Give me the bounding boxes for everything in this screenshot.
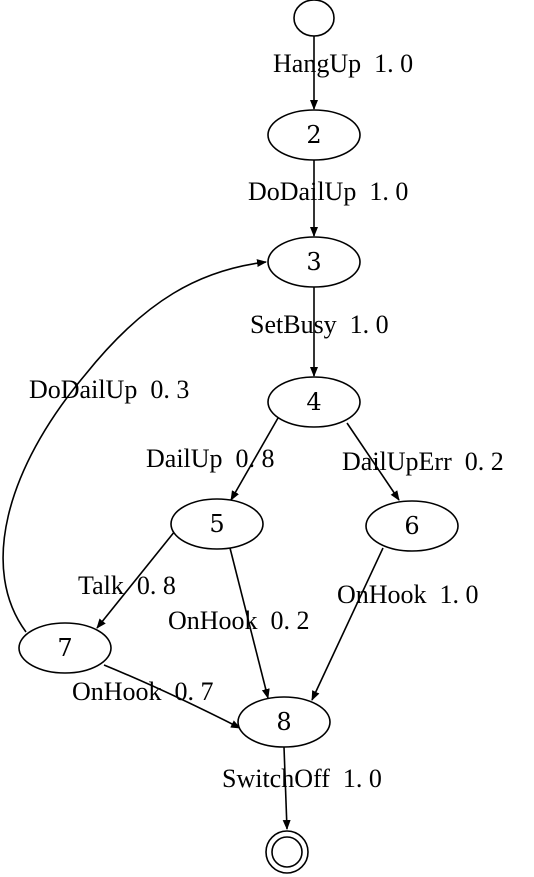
state-4-label: 4	[306, 388, 321, 416]
edge-labels: HangUp 1. 0 DoDailUp 1. 0 SetBusy 1. 0 Dail…	[29, 49, 504, 793]
state-5: 5	[170, 498, 264, 550]
edge-5-7-arrow	[96, 530, 176, 629]
state-4-ellipse	[267, 376, 361, 428]
state-7: 7	[18, 622, 112, 674]
final-state-inner-ring	[271, 836, 303, 868]
initial-state	[293, 0, 335, 37]
edge-5-8-arrow	[229, 547, 270, 699]
state-8: 8	[237, 696, 331, 748]
edges	[2, 36, 400, 830]
state-5-label: 5	[209, 510, 224, 538]
state-8-label: 8	[276, 708, 291, 736]
state-6: 6	[365, 500, 459, 552]
state-7-label: 7	[57, 634, 72, 662]
edge-label-8-end: SwitchOff 1. 0	[222, 764, 382, 793]
edge-label-7-3: DoDailUp 0. 3	[29, 375, 189, 404]
edge-label-4-5: DailUp 0. 8	[146, 444, 275, 473]
states: 2 3 4 5 6 7 8	[18, 0, 459, 874]
edge-8-end-arrow	[282, 746, 291, 830]
state-3-label: 3	[306, 248, 321, 276]
edge-label-start-2: HangUp 1. 0	[273, 49, 413, 78]
initial-state-circle	[293, 0, 335, 37]
edge-4-6-arrow	[346, 422, 400, 501]
edge-label-4-6: DailUpErr 0. 2	[342, 447, 504, 476]
edge-6-8-arrow	[311, 547, 384, 701]
edge-4-5-arrow	[230, 417, 279, 501]
state-3: 3	[267, 236, 361, 288]
state-8-ellipse	[237, 696, 331, 748]
edge-label-7-8: OnHook 0. 7	[72, 677, 214, 706]
state-2: 2	[267, 109, 361, 161]
state-3-ellipse	[267, 236, 361, 288]
state-2-ellipse	[267, 109, 361, 161]
final-state	[265, 830, 309, 874]
edge-7-8-arrow	[103, 664, 241, 729]
state-2-label: 2	[306, 121, 321, 149]
edge-label-2-3: DoDailUp 1. 0	[248, 177, 408, 206]
state-4: 4	[267, 376, 361, 428]
state-6-ellipse	[365, 500, 459, 552]
edge-label-3-4: SetBusy 1. 0	[250, 310, 389, 339]
state-6-label: 6	[404, 512, 419, 540]
state-5-ellipse	[170, 498, 264, 550]
state-7-ellipse	[18, 622, 112, 674]
edge-label-6-8: OnHook 1. 0	[337, 580, 479, 609]
edge-label-5-7: Talk 0. 8	[78, 571, 176, 600]
edge-label-5-8: OnHook 0. 2	[168, 606, 310, 635]
edge-7-3-arrow	[2, 259, 267, 633]
